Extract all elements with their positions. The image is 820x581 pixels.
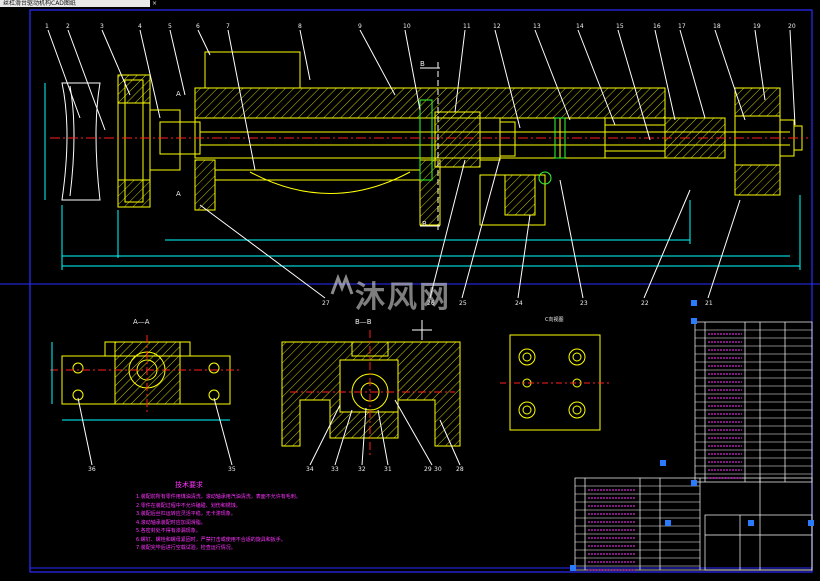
- parts-list-table: [574, 321, 813, 571]
- part-number-top: 20: [788, 23, 796, 30]
- part-number-lower: 34: [306, 466, 314, 473]
- document-tab[interactable]: 丝杠滑台驱动机构CAD图纸: [0, 0, 150, 7]
- tech-requirement-line: 5.各密封处不得有渗漏现象。: [136, 528, 201, 534]
- part-number-lower: 29: [424, 466, 432, 473]
- part-number-top: 11: [463, 23, 471, 30]
- part-number-top: 17: [678, 23, 686, 30]
- cut-label-a-top: A: [176, 90, 181, 98]
- part-number-bottom: 23: [580, 300, 588, 307]
- part-number-top: 14: [576, 23, 584, 30]
- part-number-top: 15: [616, 23, 624, 30]
- part-number-lower: 30: [434, 466, 442, 473]
- part-number-lower: 33: [331, 466, 339, 473]
- tech-requirements-list: 1.装配前所有零件用煤油清洗，滚动轴承用汽油清洗，表面不允许有毛刺。 2.零件在装…: [136, 493, 436, 553]
- part-number-top: 18: [713, 23, 721, 30]
- tech-requirement-line: 7.装配完毕后进行空载试验，检查运行情况。: [136, 545, 236, 551]
- tab-bar: 丝杠滑台驱动机构CAD图纸 ×: [0, 0, 820, 7]
- part-number-top: 1: [45, 23, 49, 30]
- main-assembly-view: [44, 29, 808, 299]
- tech-requirement-line: 1.装配前所有零件用煤油清洗，滚动轴承用汽油清洗，表面不允许有毛刺。: [136, 494, 301, 500]
- part-number-top: 19: [753, 23, 761, 30]
- part-number-top: 4: [138, 23, 142, 30]
- part-number-lower: 28: [456, 466, 464, 473]
- part-number-top: 12: [493, 23, 501, 30]
- part-number-top: 13: [533, 23, 541, 30]
- part-number-top: 6: [196, 23, 200, 30]
- part-number-top: 7: [226, 23, 230, 30]
- part-number-top: 8: [298, 23, 302, 30]
- tech-requirement-line: 2.零件在装配过程中不允许磕碰、划伤和锈蚀。: [136, 502, 241, 509]
- close-icon[interactable]: ×: [152, 0, 158, 7]
- drawing-frame: [29, 9, 813, 573]
- part-number-top: 16: [653, 23, 661, 30]
- part-number-bottom: 27: [322, 300, 330, 307]
- tech-requirement-line: 6.螺钉、螺栓和螺母紧固时，严禁打击或使用不合适的旋具和扳手。: [136, 536, 286, 543]
- cut-label-b-bottom: B: [422, 220, 427, 228]
- watermark-logo-icon: [330, 274, 354, 295]
- part-number-bottom: 24: [515, 300, 523, 307]
- parts-list-rows: [575, 329, 812, 571]
- cut-label-b-top: B: [420, 60, 425, 68]
- section-bb-label: B—B: [355, 318, 372, 326]
- grip-markers: [570, 300, 814, 571]
- part-number-top: 9: [358, 23, 362, 30]
- part-number-top: 3: [100, 23, 104, 30]
- tech-requirements-title: 技术要求: [175, 481, 203, 489]
- view-c-label: C向视图: [545, 317, 564, 323]
- part-number-lower: 36: [88, 466, 96, 473]
- part-number-top: 10: [403, 23, 411, 30]
- part-number-bottom: 22: [641, 300, 649, 307]
- part-number-bottom: 26: [427, 300, 435, 307]
- part-number-lower: 35: [228, 466, 236, 473]
- watermark-text: 沐风网: [355, 280, 451, 315]
- part-number-bottom: 25: [459, 300, 467, 307]
- section-aa-label: A—A: [133, 318, 150, 326]
- part-number-lower: 31: [384, 466, 392, 473]
- cut-label-a-bottom: A: [176, 190, 181, 198]
- tech-requirement-line: 3.装配后丝杠运转应灵活平稳，无卡滞现象。: [136, 511, 236, 517]
- view-c: [500, 334, 610, 431]
- tech-requirement-line: 4.滚动轴承装配时应加润滑脂。: [136, 519, 206, 526]
- part-number-lower: 32: [358, 466, 366, 473]
- section-aa-view: [50, 335, 242, 466]
- part-number-bottom: 21: [705, 300, 713, 307]
- section-bb-view: [281, 320, 461, 466]
- part-number-top: 5: [168, 23, 172, 30]
- part-number-top: 2: [66, 23, 70, 30]
